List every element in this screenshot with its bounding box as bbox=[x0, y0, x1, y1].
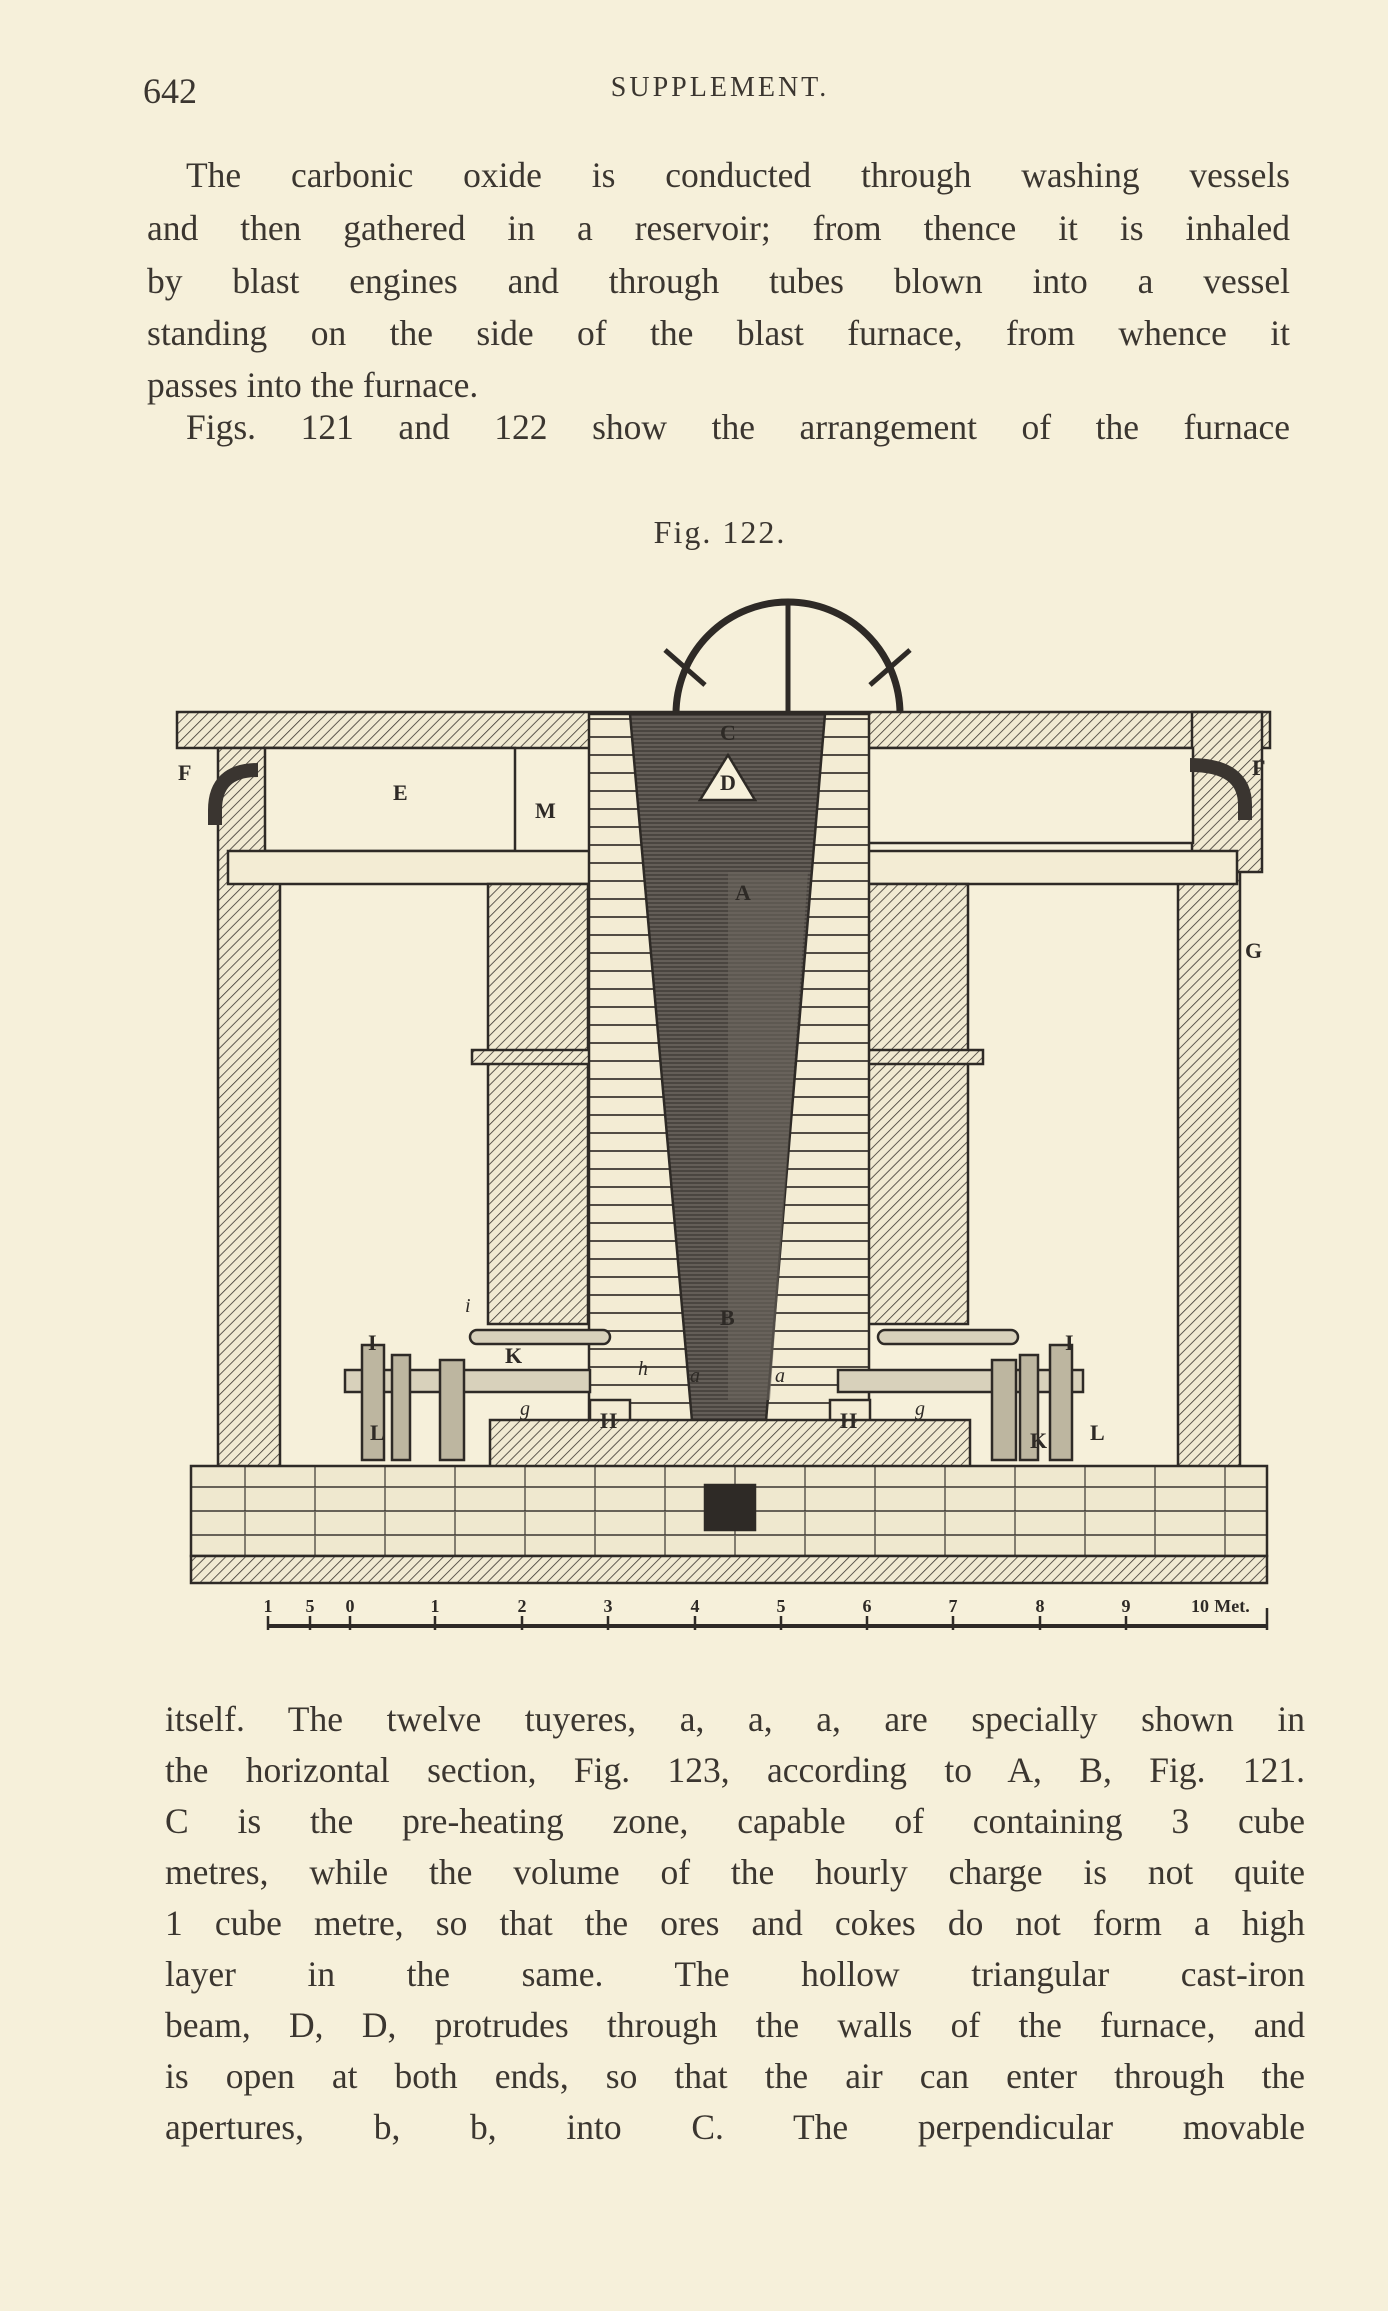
scale-unit: Met. bbox=[1214, 1596, 1249, 1616]
beam-d bbox=[697, 752, 758, 802]
text-line: Figs. 121 and 122 show the arrangement o… bbox=[186, 407, 1290, 447]
text-line: C is the pre-heating zone, capable of co… bbox=[165, 1801, 1305, 1841]
inner-wall-right bbox=[866, 882, 970, 1326]
scale-tick-label: 5 bbox=[777, 1596, 786, 1616]
scale-tick-label: 1 bbox=[264, 1596, 273, 1616]
label-l-left: L bbox=[370, 1420, 385, 1445]
label-l-right: L bbox=[1090, 1420, 1105, 1445]
label-h-left: H bbox=[600, 1408, 617, 1433]
label-h: h bbox=[638, 1358, 648, 1380]
scale-tick-label: 8 bbox=[1036, 1596, 1045, 1616]
text-line: itself. The twelve tuyeres, a, a, a, are… bbox=[165, 1699, 1305, 1739]
scale-tick-label: 7 bbox=[949, 1596, 958, 1616]
label-i: i bbox=[465, 1295, 471, 1317]
label-g: G bbox=[1245, 938, 1262, 963]
scale-tick-label: 2 bbox=[518, 1596, 527, 1616]
text-line: is open at both ends, so that the air ca… bbox=[165, 2056, 1305, 2096]
scale-bar bbox=[266, 1608, 1269, 1630]
text-line: 1 cube metre, so that the ores and cokes… bbox=[165, 1903, 1305, 1943]
label-i-right: I bbox=[1065, 1330, 1074, 1355]
label-m: M bbox=[535, 798, 556, 823]
label-a-right: a bbox=[775, 1365, 785, 1387]
text-line: apertures, b, b, into C. The perpendicul… bbox=[165, 2107, 1305, 2147]
label-f-right: F bbox=[1252, 755, 1265, 780]
label-c: C bbox=[720, 720, 736, 745]
pipe-f-right bbox=[1189, 758, 1252, 820]
figure-caption: Fig. 122. bbox=[653, 514, 787, 550]
label-k-right: K bbox=[1030, 1428, 1047, 1453]
text-line: and then gathered in a reservoir; from t… bbox=[147, 208, 1290, 248]
label-h-right: H bbox=[840, 1408, 857, 1433]
scale-tick-label: 9 bbox=[1122, 1596, 1131, 1616]
label-e: E bbox=[393, 780, 408, 805]
text-line: The carbonic oxide is conducted through … bbox=[186, 155, 1290, 195]
scale-tick-label: 1 bbox=[431, 1596, 440, 1616]
page-number: 642 bbox=[143, 71, 197, 111]
text-line: metres, while the volume of the hourly c… bbox=[165, 1852, 1305, 1892]
label-k-left: K bbox=[505, 1343, 522, 1368]
inner-wall-left bbox=[486, 882, 590, 1326]
scale-tick-label: 0 bbox=[346, 1596, 355, 1616]
foundation bbox=[189, 1464, 1269, 1558]
text-line: standing on the side of the blast furnac… bbox=[147, 313, 1290, 353]
running-head: SUPPLEMENT. bbox=[610, 72, 830, 103]
label-d: D bbox=[720, 770, 736, 795]
text-line: the horizontal section, Fig. 123, accord… bbox=[165, 1750, 1305, 1790]
scale-tick-label: 10 bbox=[1191, 1596, 1209, 1616]
pipe-f-left bbox=[208, 763, 259, 825]
scale-tick-label: 6 bbox=[863, 1596, 872, 1616]
label-g-left: g bbox=[520, 1398, 530, 1420]
box-e-left bbox=[263, 746, 517, 853]
label-i-left: I bbox=[368, 1330, 377, 1355]
tuyere-right bbox=[828, 1343, 1085, 1508]
label-a: A bbox=[735, 880, 751, 905]
text-line: passes into the furnace. bbox=[147, 365, 479, 405]
text-line: beam, D, D, protrudes through the walls … bbox=[165, 2005, 1305, 2045]
scale-tick-label: 5 bbox=[306, 1596, 315, 1616]
scale-tick-label: 4 bbox=[691, 1596, 700, 1616]
box-e-right bbox=[860, 746, 1195, 845]
text-line: by blast engines and through tubes blown… bbox=[147, 261, 1290, 301]
label-a-left: a bbox=[690, 1365, 700, 1387]
outer-wall-right bbox=[1176, 867, 1242, 1475]
label-b: B bbox=[720, 1305, 735, 1330]
text-line: layer in the same. The hollow triangular… bbox=[165, 1954, 1305, 1994]
label-g-right: g bbox=[915, 1398, 925, 1420]
label-f-left: F bbox=[178, 760, 191, 785]
scale-tick-label: 3 bbox=[604, 1596, 613, 1616]
